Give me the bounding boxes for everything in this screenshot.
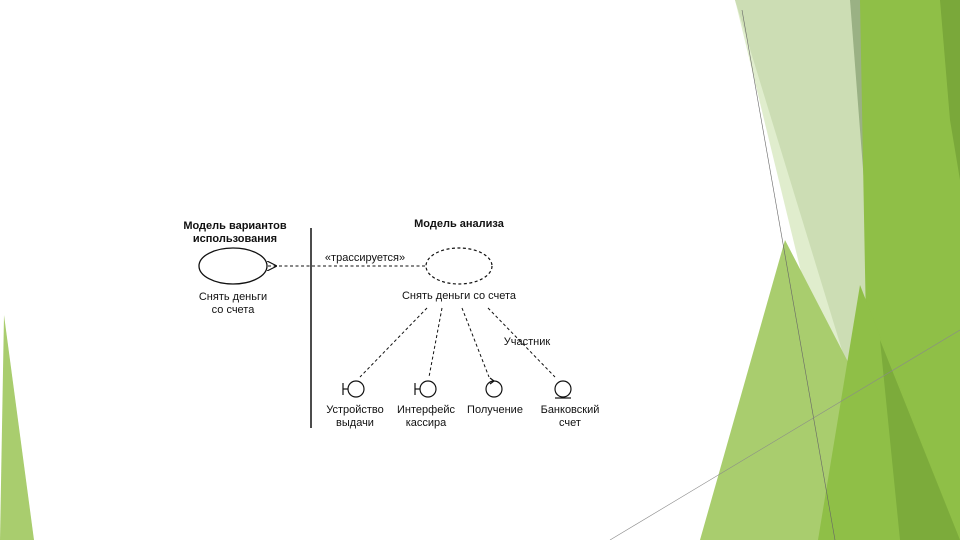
left-usecase-label-line2: со счета [211, 304, 255, 316]
trace-label: «трассируется» [324, 252, 406, 264]
left-green-sliver [0, 315, 34, 540]
right-title: Модель анализа [414, 218, 504, 230]
boundary-icon [414, 380, 437, 398]
participant-line-2 [428, 307, 443, 378]
class-label-1-line1: Устройство [326, 404, 384, 416]
usecase-ellipse-left [198, 247, 268, 285]
lower-dark-triangle [880, 340, 960, 540]
usecase-ellipse-right [425, 247, 493, 285]
class-label-1-line2: выдачи [336, 417, 374, 429]
right-usecase-label: Снять деньги со счета [401, 290, 517, 302]
right-dark-green-strip [940, 0, 960, 180]
control-icon [485, 377, 503, 398]
entity-icon [554, 380, 572, 399]
class-label-4-line1: Банковский [540, 404, 600, 416]
class-label-4-line2: счет [559, 417, 581, 429]
class-label-2-line1: Интерфейс [397, 404, 455, 416]
participant-label: Участник [503, 336, 551, 348]
left-title-line2: использования [192, 233, 278, 245]
class-label-3-line1: Получение [467, 404, 523, 416]
participant-line-1 [359, 307, 428, 378]
thin-diagonal-line-2 [609, 329, 960, 540]
class-label-2-line2: кассира [405, 417, 447, 429]
thin-diagonal-line-1 [741, 9, 836, 540]
left-usecase-label-line1: Снять деньги [198, 291, 268, 303]
boundary-icon [342, 380, 365, 398]
participant-line-3 [461, 307, 490, 378]
left-title-line1: Модель вариантов [183, 220, 287, 232]
right-light-band [735, 0, 880, 390]
